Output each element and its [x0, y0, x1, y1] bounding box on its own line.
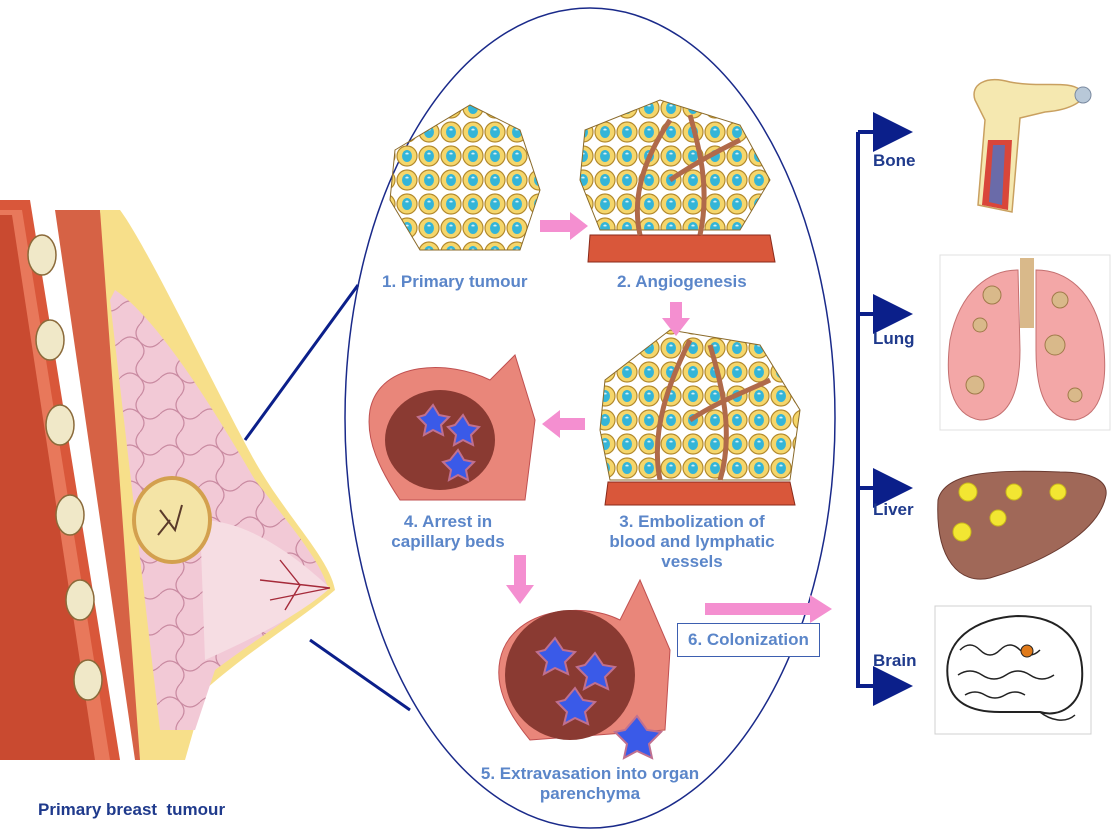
- step-5-line-1: 5. Extravasation into organ: [440, 764, 740, 784]
- step-5-label: 5. Extravasation into organ parenchyma: [440, 764, 740, 804]
- lung-illustration: [940, 255, 1110, 430]
- bone-illustration: [974, 80, 1091, 212]
- organ-label-lung: Lung: [873, 329, 915, 349]
- step-3-label: 3. Embolization of blood and lymphatic v…: [582, 512, 802, 572]
- step-4-line-1: 4. Arrest in: [373, 512, 523, 532]
- step-3-line-1: 3. Embolization of: [582, 512, 802, 532]
- step-2-label: 2. Angiogenesis: [617, 272, 747, 292]
- organ-label-brain: Brain: [873, 651, 916, 671]
- breast-illustration: [0, 200, 335, 760]
- primary-tumour-cluster: [390, 105, 540, 250]
- organ-bracket: [858, 132, 905, 688]
- step-5-line-2: parenchyma: [440, 784, 740, 804]
- step-3-line-3: vessels: [582, 552, 802, 572]
- step-4-line-2: capillary beds: [373, 532, 523, 552]
- step-1-label: 1. Primary tumour: [382, 272, 528, 292]
- organ-label-liver: Liver: [873, 500, 914, 520]
- liver-illustration: [930, 460, 1110, 584]
- embolization-illustration: [600, 330, 800, 505]
- organ-label-bone: Bone: [873, 151, 916, 171]
- capillary-arrest-illustration: [369, 355, 535, 500]
- brain-illustration: [935, 606, 1091, 734]
- extravasation-illustration: [499, 580, 670, 758]
- angiogenesis-illustration: [580, 100, 775, 262]
- step-6-colonization-label: 6. Colonization: [677, 623, 820, 657]
- breast-caption: Primary breast tumour: [38, 800, 225, 820]
- step-3-line-2: blood and lymphatic: [582, 532, 802, 552]
- step-4-label: 4. Arrest in capillary beds: [373, 512, 523, 552]
